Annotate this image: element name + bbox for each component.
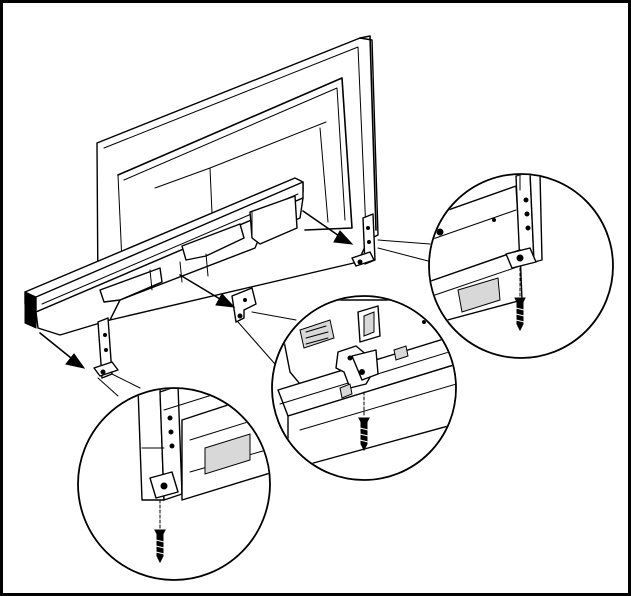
screw-icon	[514, 267, 526, 332]
callout-leader-left	[97, 373, 141, 397]
arrow-icon	[302, 210, 354, 245]
arrow-icon	[179, 274, 236, 308]
screw-icon	[154, 499, 166, 564]
screw-icon	[358, 391, 370, 452]
callout-leader-right	[377, 239, 433, 263]
detail-circle-center	[271, 295, 457, 481]
bracket-center	[231, 287, 257, 323]
arrow-icon	[39, 332, 86, 369]
stand-base	[24, 177, 304, 336]
bracket-right	[351, 213, 376, 267]
detail-circle-right	[428, 173, 614, 359]
